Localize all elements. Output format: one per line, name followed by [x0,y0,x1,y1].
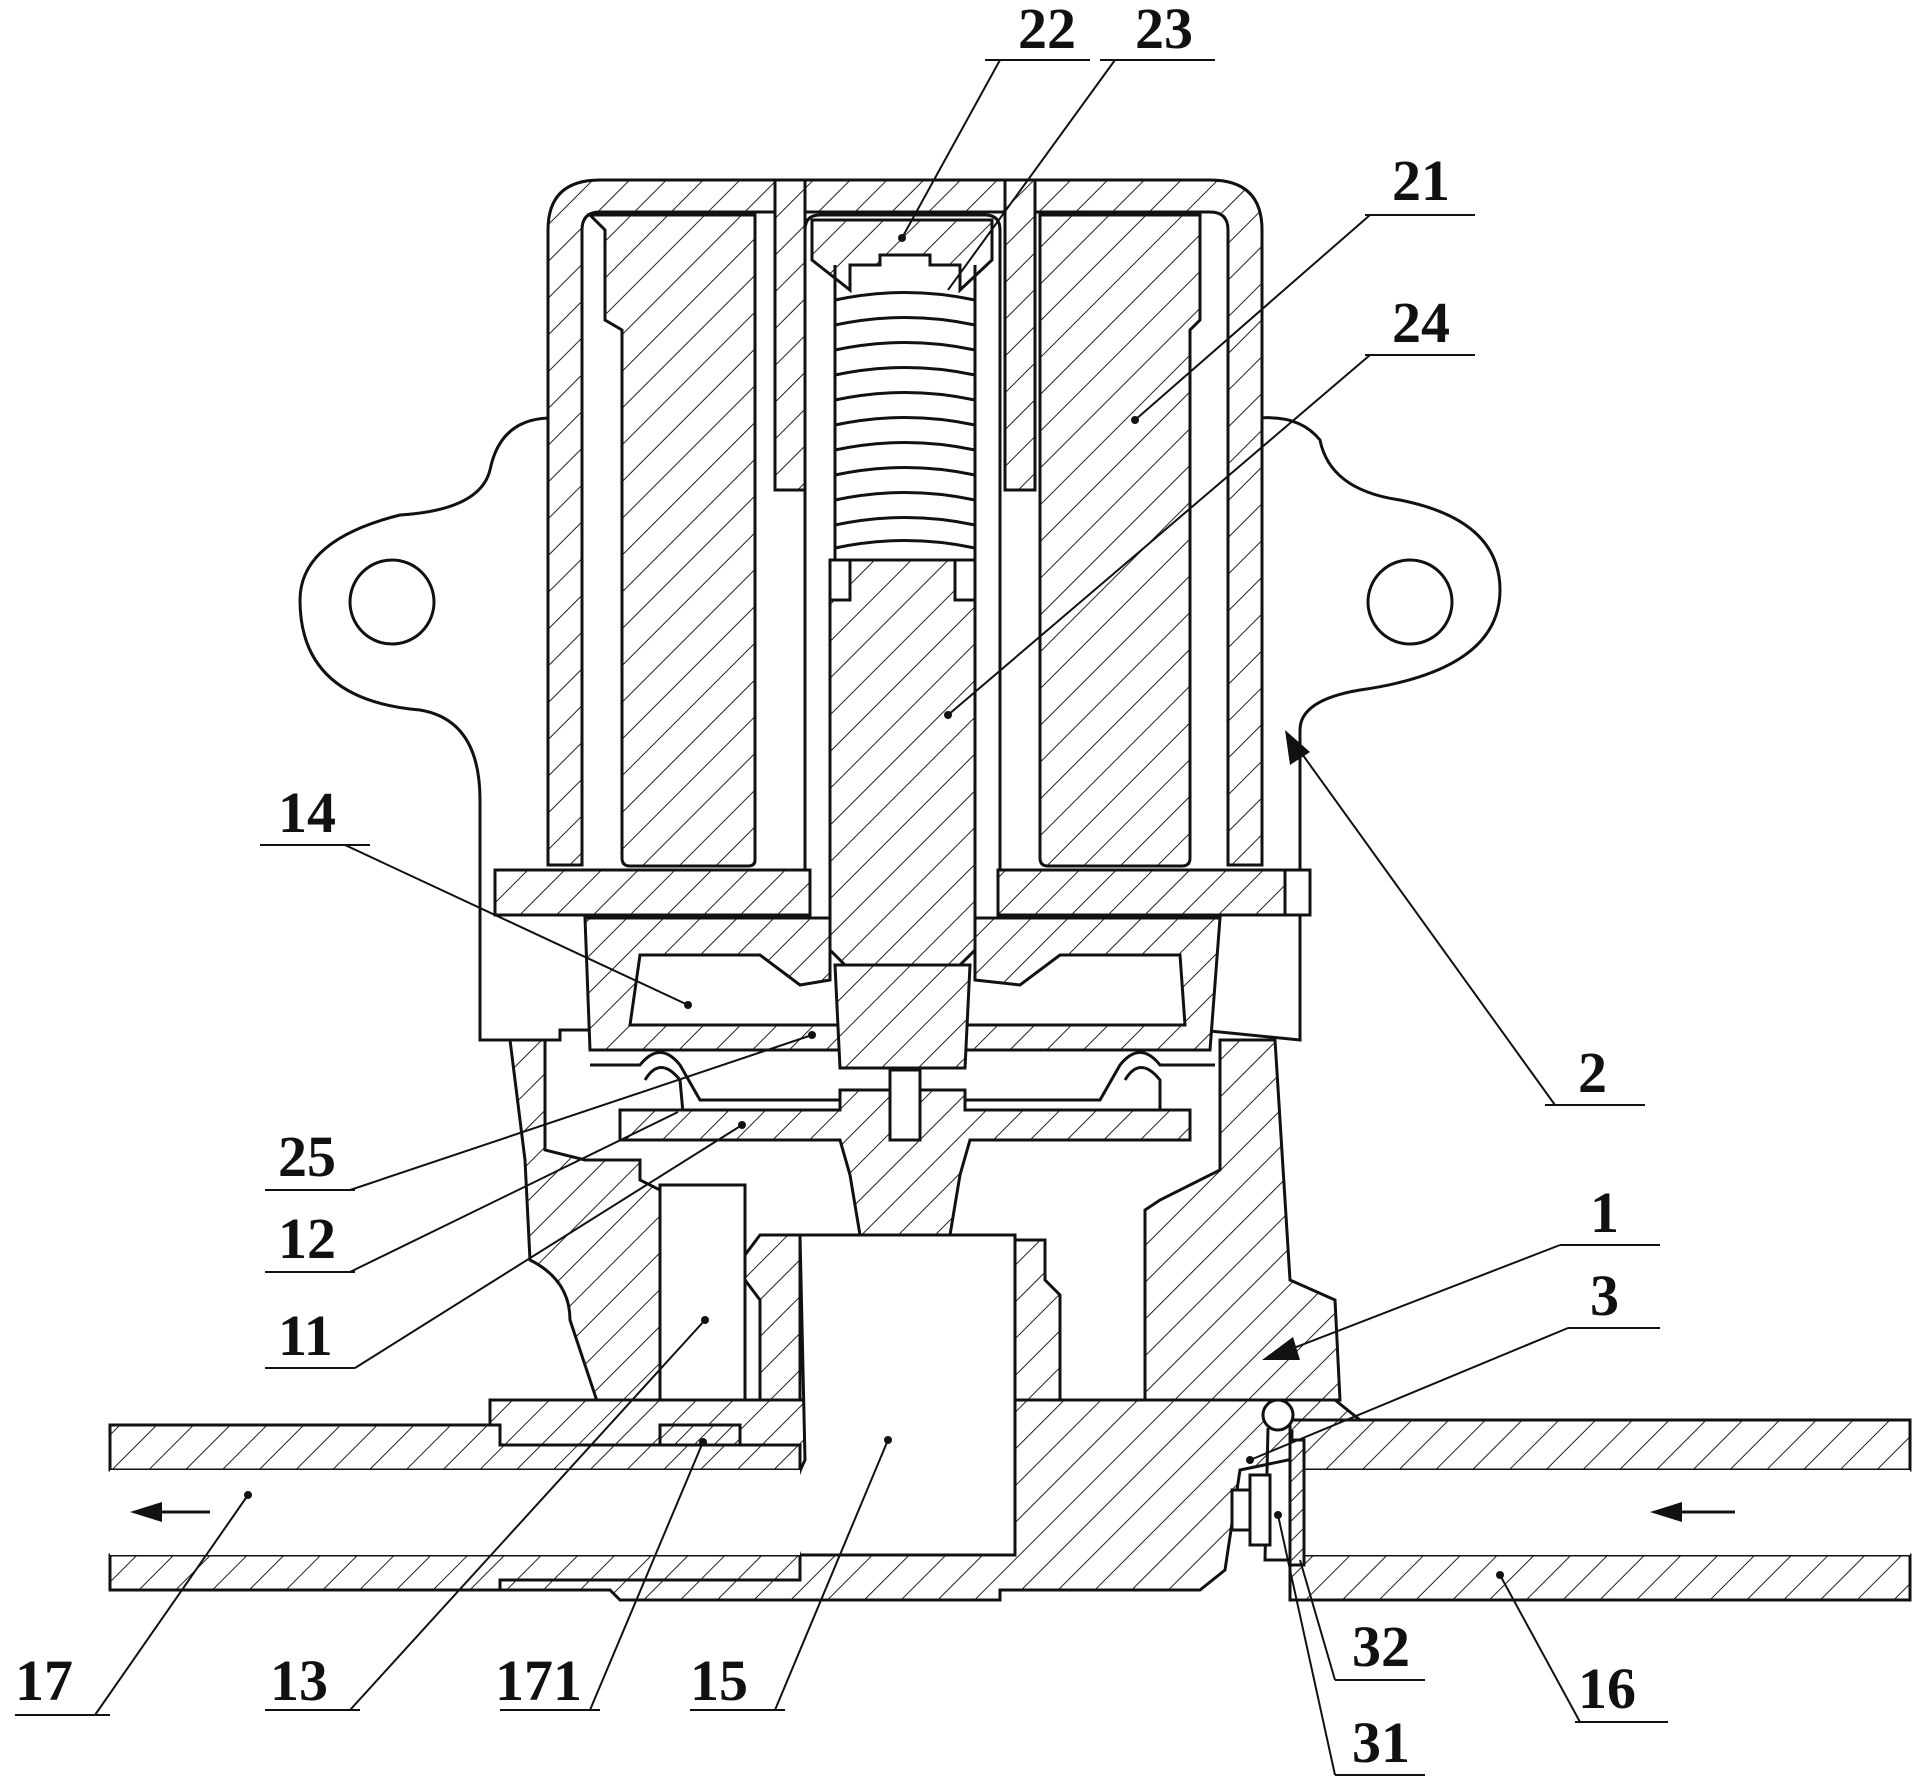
plunger [828,558,977,1032]
label-16: 16 [1578,1656,1636,1721]
label-1: 1 [1590,1180,1619,1245]
label-17: 17 [15,1648,73,1713]
coil-winding-left [586,213,757,868]
label-15: 15 [690,1648,748,1713]
diaphragm-fold-right [1123,1066,1162,1135]
label-21: 21 [1392,148,1450,213]
label-3: 3 [1590,1263,1619,1328]
support-plate [618,1088,1192,1237]
label-2: 2 [1578,1040,1607,1105]
flange-plate-right [996,868,1312,917]
housing-slot-left [773,178,807,492]
inlet-pipe-bore [1290,1470,1910,1555]
leader-lines [15,59,1668,1776]
pilot-needle [833,963,972,1070]
label-31: 31 [1352,1710,1410,1775]
central-passage [789,1233,1017,1557]
stop-plug [810,218,994,294]
bleed-hole [888,1068,922,1142]
label-11: 11 [278,1303,333,1368]
inlet-pipe-wall-top [1288,1418,1912,1472]
label-22: 22 [1018,0,1076,61]
label-32: 32 [1352,1614,1410,1679]
label-14: 14 [278,780,336,845]
flange-tab [1283,868,1312,917]
pilot-cap [583,916,1222,1052]
coil-winding-right [1038,213,1202,868]
valve-body-right [1143,1038,1342,1402]
label-13: 13 [270,1648,328,1713]
valve-seat-left-wall [743,1233,802,1412]
label-171: 171 [495,1648,582,1713]
label-25: 25 [278,1124,336,1189]
outlet-cavity [658,1183,747,1412]
valve-seat-right-wall [1013,1238,1062,1412]
label-12: 12 [278,1206,336,1271]
spring [833,265,977,560]
flow-arrow-inlet [1650,1502,1735,1522]
housing-slot-right [1003,178,1037,492]
outlet-check-ball [658,1423,742,1447]
mounting-hole-right [1366,558,1454,646]
valve-body-left [490,1038,662,1412]
flow-arrow-outlet [130,1502,210,1522]
mounting-hole-left [348,558,436,646]
flange-plate [493,868,812,917]
outlet-pipe-bore [110,1470,800,1555]
inlet-pipe-wall-bottom [1288,1553,1912,1602]
label-24: 24 [1392,290,1450,355]
label-23: 23 [1135,0,1193,61]
